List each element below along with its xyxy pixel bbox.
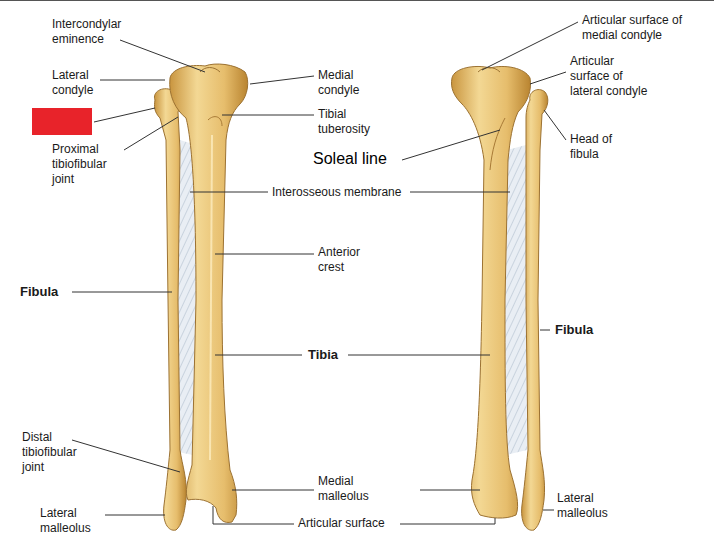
part-label: Fibula [20,284,58,299]
redaction-box [32,108,92,135]
part-label: Proximal tibiofibular joint [52,142,122,187]
part-label: Tibia [308,347,338,362]
part-label: Interosseous membrane [272,185,401,200]
part-label: Soleal line [313,149,387,168]
part-label: Intercondylar eminence [52,17,142,47]
part-label: Anterior crest [318,245,378,275]
part-label: Medial malleolus [318,474,388,504]
part-label: Articular surface [298,516,385,531]
part-label: Lateral condyle [52,68,112,98]
part-label: Fibula [555,322,593,337]
part-label: Articular surface of lateral condyle [570,54,656,99]
part-label: Lateral malleolus [557,491,627,521]
part-label: Head of fibula [570,132,625,162]
part-label: Lateral malleolus [40,506,110,536]
part-label: Medial condyle [318,68,378,98]
part-label: Distal tibiofibular joint [22,430,92,475]
part-label: Tibial tuberosity [318,107,388,137]
part-label: Articular surface of medial condyle [582,13,684,43]
